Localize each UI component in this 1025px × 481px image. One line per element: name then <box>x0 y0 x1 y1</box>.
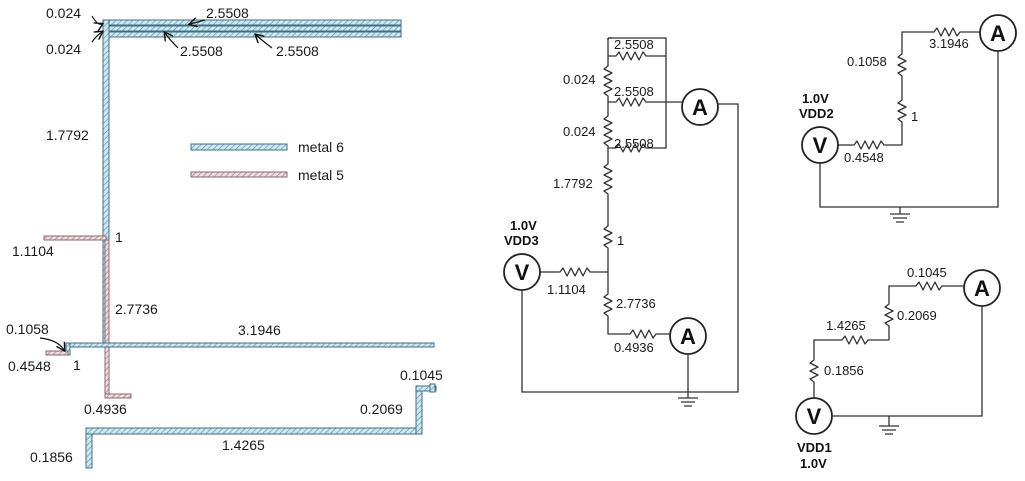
vdd3-voltage-label: 1.0V <box>510 218 537 233</box>
metal6-right-top-post <box>429 383 436 393</box>
vdd1-source-symbol: V <box>807 404 822 429</box>
resistor-vdd3-main <box>603 160 613 200</box>
resistor-vdd3-out <box>626 329 670 339</box>
metal6-bottom-right-vert <box>415 385 423 435</box>
vdd1-ammeter-symbol: A <box>974 276 990 301</box>
vdd3-label-top2: 2.5508 <box>614 84 654 99</box>
resistor-vdd3-top3 <box>612 143 650 153</box>
vdd3-label-out: 0.4936 <box>614 340 654 355</box>
vdd3-ammeter-bottom-symbol: A <box>680 324 696 349</box>
vdd1-label-mid: 1.4265 <box>826 318 866 333</box>
vdd2-ammeter-symbol: A <box>990 21 1006 46</box>
legend-metal5-label: metal 5 <box>298 167 344 183</box>
vdd2-ground-icon <box>890 207 910 223</box>
resistor-vdd2-via <box>897 96 907 126</box>
vdd1-ground-icon <box>879 416 899 435</box>
label-small-a: 0.1058 <box>6 321 49 337</box>
metal6-top-strip-3 <box>102 31 402 38</box>
label-bottom-m5: 0.4936 <box>84 401 127 417</box>
label-right-b: 0.2069 <box>360 401 403 417</box>
metal5-bottom-stub <box>104 393 132 399</box>
vdd3-ground-icon <box>678 397 698 407</box>
vdd3-circuit: V A A 2.5508 2.5508 2.5508 0.024 0.024 1… <box>503 37 739 407</box>
legend-metal5-swatch <box>190 171 288 178</box>
vdd3-label-src: 1.1104 <box>547 282 586 297</box>
vdd3-label-s1: 0.024 <box>563 72 596 87</box>
metal5-vertical <box>104 239 110 399</box>
vdd3-ammeter-top-symbol: A <box>692 95 708 120</box>
resistor-vdd2-top <box>930 27 980 37</box>
label-bottom-left: 0.1856 <box>30 449 73 465</box>
vdd1-label-top: 0.1045 <box>907 265 947 280</box>
label-right-a: 0.1045 <box>400 367 443 383</box>
vdd3-label-main: 1.7792 <box>553 176 593 191</box>
resistor-vdd3-top1 <box>612 51 650 61</box>
vdd2-circuit: A V 3.1946 0.1058 1 0.4548 1.0V VDD2 <box>799 14 1017 223</box>
resistor-vdd1-mid <box>838 335 889 345</box>
resistor-vdd3-via <box>603 222 613 252</box>
vdd1-label-left: 0.1856 <box>824 363 864 378</box>
vdd1-name-label: VDD1 <box>797 440 832 455</box>
arrow-top-a <box>91 15 102 24</box>
label-vert-m5: 2.7736 <box>115 301 158 317</box>
metal5-small-stub <box>45 350 69 356</box>
vdd1-voltage-label: 1.0V <box>800 456 827 471</box>
label-horiz-m6: 3.1946 <box>238 322 281 338</box>
label-top-c: 2.5508 <box>206 5 249 21</box>
resistor-vdd2-src <box>850 140 902 150</box>
resistor-vdd3-src <box>556 267 608 277</box>
label-bottom-m6: 1.4265 <box>222 437 265 453</box>
vdd3-ammeter-top <box>681 88 719 126</box>
arrow-top-d <box>165 33 179 49</box>
metal6-horizontal <box>65 342 435 348</box>
vdd3-label-top3: 2.5508 <box>614 136 654 151</box>
resistor-vdd3-s1 <box>603 62 613 102</box>
arrow-top-b <box>91 32 102 43</box>
label-small-via: 1 <box>73 357 81 373</box>
label-small-b: 0.4548 <box>8 358 51 374</box>
vdd3-label-s2: 0.024 <box>563 124 596 139</box>
label-left-branch: 1.1104 <box>12 243 54 259</box>
resistor-vdd1-top <box>912 281 964 291</box>
metal6-right-top-stub <box>415 385 437 392</box>
vdd2-name-label: VDD2 <box>799 106 834 121</box>
resistor-vdd3-m5 <box>603 290 613 324</box>
label-top-b: 0.024 <box>46 41 81 57</box>
vdd3-source-symbol: V <box>515 260 530 285</box>
vdd2-label-src: 0.4548 <box>844 150 884 165</box>
resistor-vdd1-left <box>809 356 819 386</box>
vdd2-label-vert: 0.1058 <box>847 54 887 69</box>
resistor-vdd3-s2 <box>603 112 613 148</box>
vdd1-label-right: 0.2069 <box>897 308 937 323</box>
vdd2-label-top: 3.1946 <box>929 36 969 51</box>
metal6-bottom-horizontal <box>85 427 423 435</box>
metal6-top-strip-2 <box>102 25 402 32</box>
label-top-a: 0.024 <box>46 5 81 21</box>
legend-metal6-label: metal 6 <box>298 139 344 155</box>
resistor-vdd2-vert <box>897 50 907 80</box>
vdd3-name-label: VDD3 <box>504 233 539 248</box>
vdd3-label-m5: 2.7736 <box>616 296 656 311</box>
arrow-top-c <box>190 20 206 24</box>
arrow-small <box>39 337 64 350</box>
vdd2-source-symbol: V <box>813 133 828 158</box>
vdd3-label-via: 1 <box>617 233 624 248</box>
label-top-d: 2.5508 <box>180 43 223 59</box>
legend-metal6-swatch <box>190 143 288 151</box>
vdd1-circuit: V A 0.1045 0.2069 1.4265 0.1856 VDD1 1.0… <box>795 265 1001 471</box>
metal6-top-strip-1 <box>102 19 402 26</box>
layout-view: metal 6 metal 5 0.024 0.024 2.5508 2.550… <box>6 5 443 469</box>
vdd2-voltage-label: 1.0V <box>802 91 829 106</box>
metal5-left-branch <box>43 235 107 241</box>
vdd3-label-top1: 2.5508 <box>614 37 654 52</box>
resistor-vdd1-right <box>884 300 894 330</box>
label-vert-main: 1.7792 <box>46 127 89 143</box>
resistor-vdd3-r2 <box>612 97 650 107</box>
arrow-top-e <box>256 35 273 49</box>
label-via-one: 1 <box>115 229 123 245</box>
label-top-e: 2.5508 <box>276 43 319 59</box>
vdd2-label-via: 1 <box>911 109 918 124</box>
